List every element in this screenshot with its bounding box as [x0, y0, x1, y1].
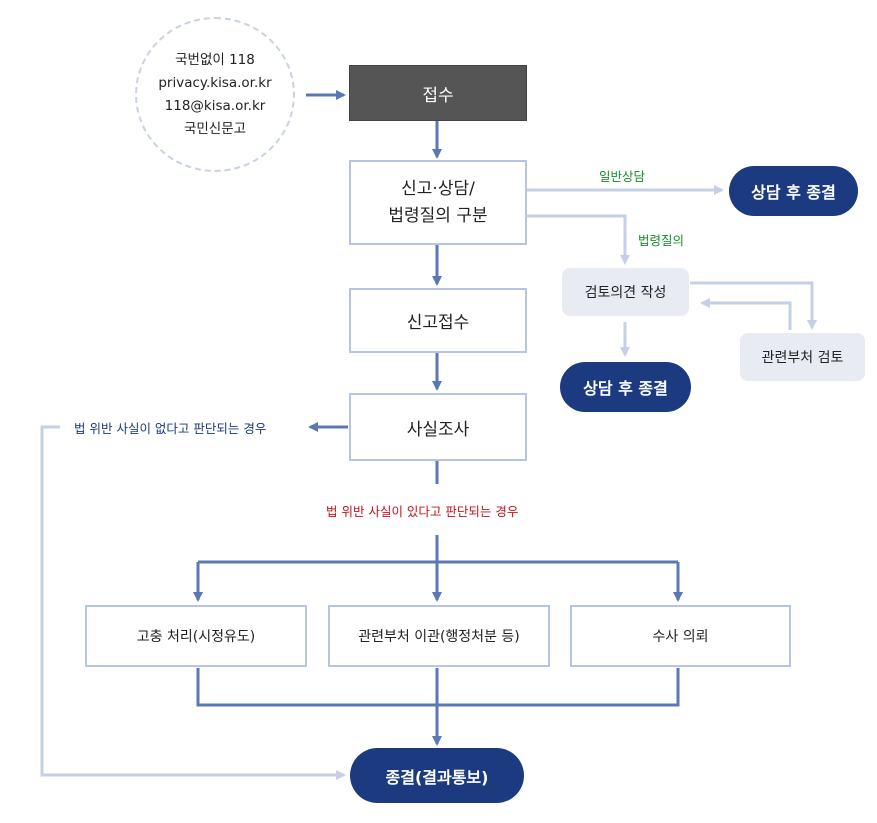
- arrow-related-to-review: [700, 298, 792, 330]
- final-end-label: 종결(결과통보): [385, 767, 489, 787]
- contact-phone: 국번없이 118: [175, 51, 255, 68]
- legal-inquiry-label: 법령질의: [638, 233, 685, 248]
- general-consult-label: 일반상담: [599, 169, 646, 184]
- contact-email: 118@kisa.or.kr: [164, 97, 266, 114]
- investigation-label: 사실조사: [406, 419, 470, 440]
- contact-website: privacy.kisa.or.kr: [158, 74, 272, 91]
- consult-end-top-pill: 상담 후 종결: [729, 166, 858, 216]
- related-review-box: 관련부처 검토: [740, 333, 865, 381]
- violation-label: 법 위반 사실이 있다고 판단되는 경우: [326, 504, 519, 519]
- classify-label-line1: 신고·상담/: [401, 178, 475, 199]
- transfer-label: 관련부처 이관(행정처분 등): [358, 629, 520, 645]
- corrective-box: 고충 처리(시정유도): [85, 605, 307, 667]
- investigation-request-label: 수사 의뢰: [652, 629, 709, 645]
- arrow-review-to-related: [690, 281, 817, 330]
- consult-end-mid-pill: 상담 후 종결: [560, 362, 691, 412]
- arrow-legal-inquiry: [526, 214, 630, 265]
- merge-lines: [196, 668, 680, 707]
- consult-end-top-label: 상담 후 종결: [751, 183, 836, 202]
- related-review-label: 관련부처 검토: [761, 350, 844, 366]
- receipt-box: 접수: [349, 65, 527, 121]
- review-opinion-label: 검토의견 작성: [584, 285, 667, 301]
- transfer-box: 관련부처 이관(행정처분 등): [328, 605, 550, 667]
- consult-end-mid-label: 상담 후 종결: [583, 379, 668, 398]
- arrow-no-violation-to-end: [40, 425, 346, 780]
- contact-channels-circle: 국번없이 118 privacy.kisa.or.kr 118@kisa.or.…: [135, 17, 295, 172]
- no-violation-label: 법 위반 사실이 없다고 판단되는 경우: [74, 421, 267, 436]
- classify-box: 신고·상담/ 법령질의 구분: [349, 160, 527, 245]
- investigation-box: 사실조사: [349, 393, 527, 461]
- report-receipt-label: 신고접수: [406, 313, 470, 333]
- investigation-request-box: 수사 의뢰: [570, 605, 791, 667]
- report-receipt-box: 신고접수: [349, 288, 527, 353]
- receipt-label: 접수: [422, 85, 454, 106]
- corrective-label: 고충 처리(시정유도): [136, 629, 256, 645]
- contact-sinmungo: 국민신문고: [183, 120, 247, 137]
- review-opinion-box: 검토의견 작성: [562, 268, 689, 316]
- final-end-pill: 종결(결과통보): [350, 748, 524, 803]
- classify-label-line2: 법령질의 구분: [388, 205, 488, 226]
